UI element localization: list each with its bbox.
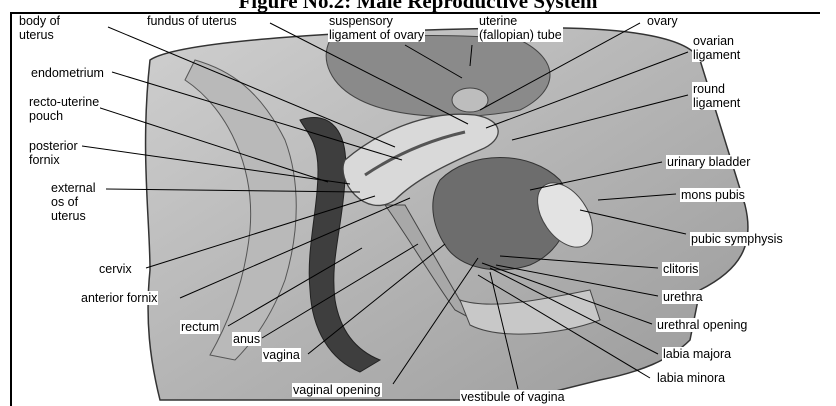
label-urinary-bladder: urinary bladder bbox=[666, 155, 751, 169]
label-rectum: rectum bbox=[180, 320, 220, 334]
label-endometrium: endometrium bbox=[30, 66, 105, 80]
label-ovary: ovary bbox=[646, 14, 679, 28]
label-mons-pubis: mons pubis bbox=[680, 188, 746, 202]
label-vaginal-opening: vaginal opening bbox=[292, 383, 382, 397]
label-pubic-symphysis: pubic symphysis bbox=[690, 232, 784, 246]
label-labia-minora: labia minora bbox=[656, 371, 726, 385]
label-anterior-fornix: anterior fornix bbox=[80, 291, 158, 305]
label-suspensory-ligament-of-ovary: suspensory ligament of ovary bbox=[328, 14, 425, 42]
label-body-of-uterus: body of uterus bbox=[18, 14, 61, 42]
label-cervix: cervix bbox=[98, 262, 133, 276]
label-vestibule-of-vagina: vestibule of vagina bbox=[460, 390, 566, 404]
label-posterior-fornix: posterior fornix bbox=[28, 139, 79, 167]
label-urethra: urethra bbox=[662, 290, 704, 304]
label-fundus-of-uterus: fundus of uterus bbox=[146, 14, 238, 28]
label-external-os-of-uterus: external os of uterus bbox=[50, 181, 96, 223]
label-anus: anus bbox=[232, 332, 261, 346]
label-round-ligament: round ligament bbox=[692, 82, 741, 110]
label-ovarian-ligament: ovarian ligament bbox=[692, 34, 741, 62]
label-vagina: vagina bbox=[262, 348, 301, 362]
label-urethral-opening: urethral opening bbox=[656, 318, 748, 332]
label-labia-majora: labia majora bbox=[662, 347, 732, 361]
label-clitoris: clitoris bbox=[662, 262, 699, 276]
label-recto-uterine-pouch: recto-uterine pouch bbox=[28, 95, 100, 123]
label-uterine-tube: uterine (fallopian) tube bbox=[478, 14, 563, 42]
